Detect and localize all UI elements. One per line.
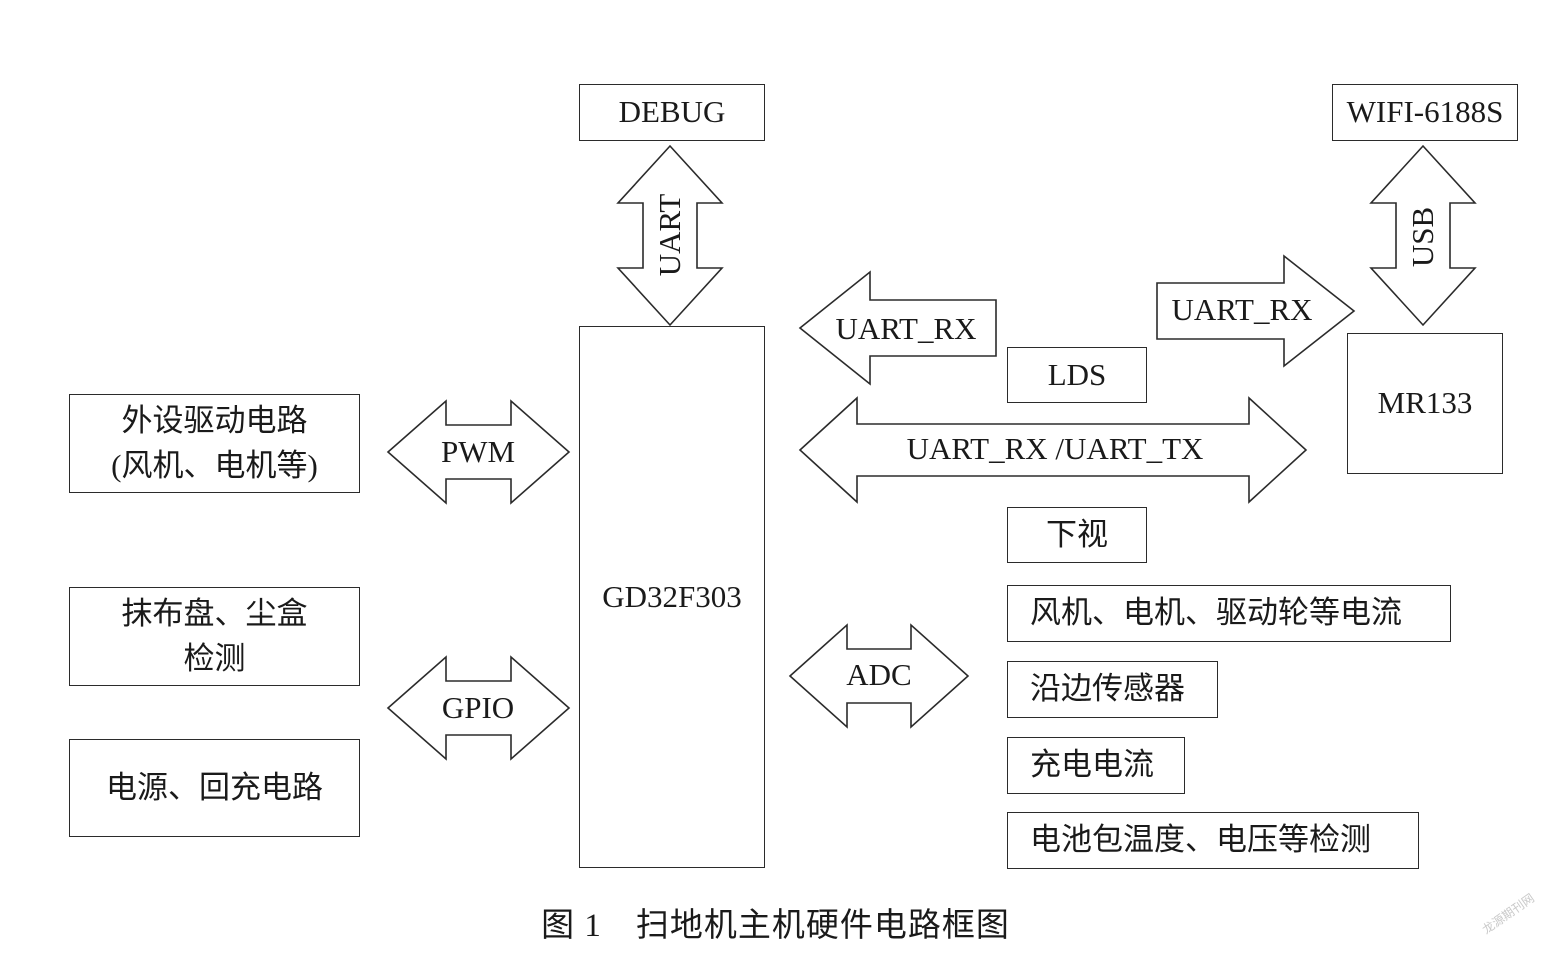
wifi-label: WIFI-6188S [1346,94,1504,130]
power-block: 电源、回充电路 [69,739,360,837]
battery-block: 电池包温度、电压等检测 [1007,812,1419,869]
edge-sensor-label: 沿边传感器 [1030,671,1185,707]
mop-dustbox-block: 抹布盘、尘盒 检测 [69,587,360,686]
figure-caption: 图 1 扫地机主机硬件电路框图 [541,908,1010,944]
downview-label: 下视 [1046,516,1108,552]
debug-label: DEBUG [618,94,726,130]
wifi-block: WIFI-6188S [1332,84,1518,141]
mr133-label: MR133 [1377,385,1473,421]
usb-label: USB [1405,206,1440,268]
peripheral-line1: 外设驱动电路 [121,402,308,438]
edge-sensor-block: 沿边传感器 [1007,661,1218,718]
uart-rx-tx-arrow [798,396,1308,504]
lds-label: LDS [1047,356,1107,392]
adc-label: ADC [846,657,912,692]
debug-block: DEBUG [579,84,765,141]
fan-current-block: 风机、电机、驱动轮等电流 [1007,585,1451,642]
mcu-block: GD32F303 [579,326,765,868]
mr133-block: MR133 [1347,333,1503,474]
uart-rx-right-arrow [1156,254,1356,368]
uart-label: UART [652,193,687,277]
gpio-arrow [386,655,571,761]
power-label: 电源、回充电路 [106,769,323,805]
mcu-label: GD32F303 [602,578,742,614]
downview-block: 下视 [1007,507,1147,563]
pwm-arrow [386,399,571,505]
fan-current-label: 风机、电机、驱动轮等电流 [1030,595,1402,631]
mop-line2: 检测 [183,640,246,676]
uart-rx-right-label: UART_RX [1171,292,1313,327]
uart-arrow [616,144,724,327]
battery-label: 电池包温度、电压等检测 [1030,822,1371,858]
lds-block: LDS [1007,347,1147,403]
uart-rx-tx-label: UART_RX /UART_TX [906,431,1204,466]
charge-current-block: 充电电流 [1007,737,1185,794]
pwm-label: PWM [440,434,516,469]
usb-arrow [1369,144,1477,327]
uart-rx-left-arrow [798,270,997,386]
uart-rx-left-label: UART_RX [835,311,977,346]
gpio-label: GPIO [441,690,515,725]
peripheral-line2: (风机、电机等) [111,447,318,483]
adc-arrow [788,623,970,729]
charge-current-label: 充电电流 [1030,747,1154,783]
peripheral-driver-block: 外设驱动电路 (风机、电机等) [69,394,360,493]
mop-line1: 抹布盘、尘盒 [121,595,308,631]
